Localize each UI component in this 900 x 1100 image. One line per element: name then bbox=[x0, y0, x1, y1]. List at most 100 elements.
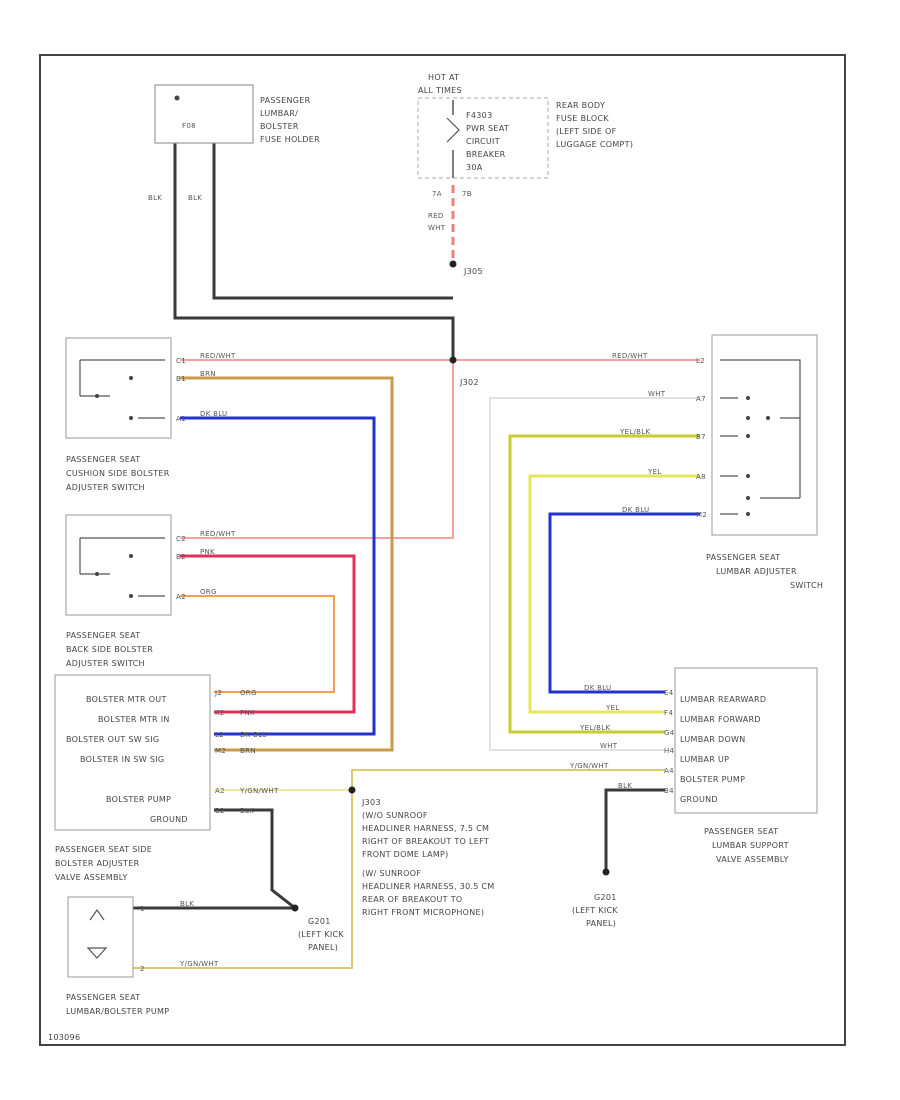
svg-text:HEADLINER HARNESS, 30.5 CM: HEADLINER HARNESS, 30.5 CM bbox=[362, 882, 495, 891]
cushion-label-2: CUSHION SIDE BOLSTER bbox=[66, 469, 170, 478]
bolster-row-4: BOLSTER IN SW SIG bbox=[80, 755, 164, 764]
bolster-pin-6: B2 bbox=[215, 807, 225, 815]
splice-j302-dot bbox=[449, 356, 457, 364]
splice-j303-dot bbox=[348, 786, 356, 794]
ground-b-2: (LEFT KICK bbox=[572, 906, 618, 915]
back-pin-3: A2 bbox=[176, 593, 186, 601]
lumbar-v-pin-3: G4 bbox=[664, 729, 675, 737]
bolster-row-2: BOLSTER MTR IN bbox=[98, 715, 170, 724]
cb-pin-out: 7B bbox=[462, 190, 472, 198]
lumbar-v-pin-1: E4 bbox=[664, 689, 674, 697]
cb-inner-1: F4303 bbox=[466, 111, 492, 120]
lumbar-v-label-1: PASSENGER SEAT bbox=[704, 827, 778, 836]
svg-text:REAR OF BREAKOUT TO: REAR OF BREAKOUT TO bbox=[362, 895, 462, 904]
cb-top-2: ALL TIMES bbox=[418, 86, 462, 95]
diagram-frame bbox=[39, 54, 846, 1046]
svg-text:J303: J303 bbox=[361, 798, 381, 807]
wire-ygnwht-lumbar bbox=[351, 769, 665, 790]
wire-brn bbox=[180, 376, 394, 752]
wire-label-ygnwht-1: Y/GN/WHT bbox=[239, 787, 279, 795]
ground-b-3: PANEL) bbox=[586, 919, 616, 928]
wire-label-blk-3: BLK bbox=[240, 807, 254, 815]
fuse-holder-label-1: PASSENGER bbox=[260, 96, 311, 105]
pump-pin-1: 1 bbox=[140, 905, 145, 913]
wire-wht bbox=[489, 397, 700, 751]
lumbar-row-5: BOLSTER PUMP bbox=[680, 775, 745, 784]
wire-label-redwht-1: RED/WHT bbox=[200, 352, 236, 360]
back-label-3: ADJUSTER SWITCH bbox=[66, 659, 145, 668]
fuse-holder-label-4: FUSE HOLDER bbox=[260, 135, 320, 144]
pump-label-2: LUMBAR/BOLSTER PUMP bbox=[66, 1007, 169, 1016]
cb-loc-1: REAR BODY bbox=[556, 101, 605, 110]
cb-loc-3: (LEFT SIDE OF bbox=[556, 127, 617, 136]
svg-text:RIGHT FRONT MICROPHONE): RIGHT FRONT MICROPHONE) bbox=[362, 908, 484, 917]
wire-label-dkblu-3: DK BLU bbox=[240, 731, 267, 739]
bolster-label-1: PASSENGER SEAT SIDE bbox=[55, 845, 152, 854]
splice-j303-text: J303 (W/O SUNROOF HEADLINER HARNESS, 7.5… bbox=[361, 798, 495, 917]
back-switch: C2 B2 A2 PASSENGER SEAT BACK SIDE BOLSTE… bbox=[65, 514, 186, 668]
splice-j302-label: J302 bbox=[459, 378, 479, 387]
lumbar-sw-pin-2: A7 bbox=[696, 395, 706, 403]
lumbar-sw-pin-4: A8 bbox=[696, 473, 706, 481]
lumbar-valve: LUMBAR REARWARD LUMBAR FORWARD LUMBAR DO… bbox=[664, 667, 818, 864]
wire-label-blk-4: BLK bbox=[618, 782, 632, 790]
ground-a-1: G201 bbox=[308, 917, 331, 926]
ground-b-1: G201 bbox=[594, 893, 617, 902]
wire-blk-ground-bolster bbox=[214, 808, 296, 910]
bolster-row-5: BOLSTER PUMP bbox=[106, 795, 171, 804]
bolster-pin-4: M2 bbox=[215, 747, 226, 755]
bolster-row-1: BOLSTER MTR OUT bbox=[86, 695, 167, 704]
wire-label-dkblu-2: DK BLU bbox=[622, 506, 649, 514]
cushion-switch: C1 B1 A1 PASSENGER SEAT CUSHION SIDE BOL… bbox=[65, 337, 186, 492]
wire-blk-ground-lumbar bbox=[604, 788, 665, 870]
lumbar-row-2: LUMBAR FORWARD bbox=[680, 715, 761, 724]
pump-pin-2: 2 bbox=[140, 965, 145, 973]
wire-label-wht: WHT bbox=[428, 224, 446, 232]
cushion-pin-2: B1 bbox=[176, 375, 186, 383]
lumbar-row-1: LUMBAR REARWARD bbox=[680, 695, 766, 704]
wire-label-blk-2: BLK bbox=[188, 194, 202, 202]
ground-g201-b-dot bbox=[602, 868, 610, 876]
back-pin-1: C2 bbox=[176, 535, 186, 543]
ground-a-2: (LEFT KICK bbox=[298, 930, 344, 939]
lumbar-sw-pin-1: L2 bbox=[696, 357, 705, 365]
bolster-pin-5: A2 bbox=[215, 787, 225, 795]
ground-a-3: PANEL) bbox=[308, 943, 338, 952]
wire-label-dkblu-1: DK BLU bbox=[200, 410, 227, 418]
bolster-label-3: VALVE ASSEMBLY bbox=[55, 873, 128, 882]
svg-text:(W/ SUNROOF: (W/ SUNROOF bbox=[362, 869, 421, 878]
wire-yel bbox=[528, 474, 700, 714]
wire-yel-blk bbox=[508, 434, 700, 734]
wire-label-redwht-3: RED/WHT bbox=[612, 352, 648, 360]
wire-red-wht-back bbox=[180, 360, 454, 539]
wire-label-dkblu-4: DK BLU bbox=[584, 684, 611, 692]
wire-label-blk-5: BLK bbox=[180, 900, 194, 908]
bolster-row-3: BOLSTER OUT SW SIG bbox=[66, 735, 159, 744]
svg-text:RIGHT OF BREAKOUT TO LEFT: RIGHT OF BREAKOUT TO LEFT bbox=[362, 837, 489, 846]
wire-label-pnk: PNK bbox=[200, 548, 215, 556]
wire-layer bbox=[130, 110, 700, 969]
cb-loc-4: LUGGAGE COMPT) bbox=[556, 140, 633, 149]
bolster-label-2: BOLSTER ADJUSTER bbox=[55, 859, 140, 868]
wire-label-yelblk-2: YEL/BLK bbox=[579, 724, 610, 732]
cb-loc-2: FUSE BLOCK bbox=[556, 114, 609, 123]
svg-text:(W/O SUNROOF: (W/O SUNROOF bbox=[362, 811, 428, 820]
wire-label-redwht-2: RED/WHT bbox=[200, 530, 236, 538]
cushion-label-3: ADJUSTER SWITCH bbox=[66, 483, 145, 492]
cushion-pin-3: A1 bbox=[176, 415, 186, 423]
bolster-valve: BOLSTER MTR OUT BOLSTER MTR IN BOLSTER O… bbox=[54, 674, 226, 882]
cushion-label-1: PASSENGER SEAT bbox=[66, 455, 140, 464]
lumbar-v-pin-4: H4 bbox=[664, 747, 675, 755]
back-pin-2: B2 bbox=[176, 553, 186, 561]
wire-ygnwht-pump bbox=[130, 790, 353, 969]
wire-label-ygnwht-2: Y/GN/WHT bbox=[569, 762, 609, 770]
lumbar-v-label-3: VALVE ASSEMBLY bbox=[716, 855, 789, 864]
ground-g201-a-dot bbox=[291, 904, 299, 912]
splice-j305-dot bbox=[449, 260, 457, 268]
lumbar-sw-label-1: PASSENGER SEAT bbox=[706, 553, 780, 562]
wire-org bbox=[180, 595, 335, 693]
lumbar-v-label-2: LUMBAR SUPPORT bbox=[712, 841, 789, 850]
wire-label-brn: BRN bbox=[200, 370, 216, 378]
splice-j305-label: J305 bbox=[463, 267, 483, 276]
